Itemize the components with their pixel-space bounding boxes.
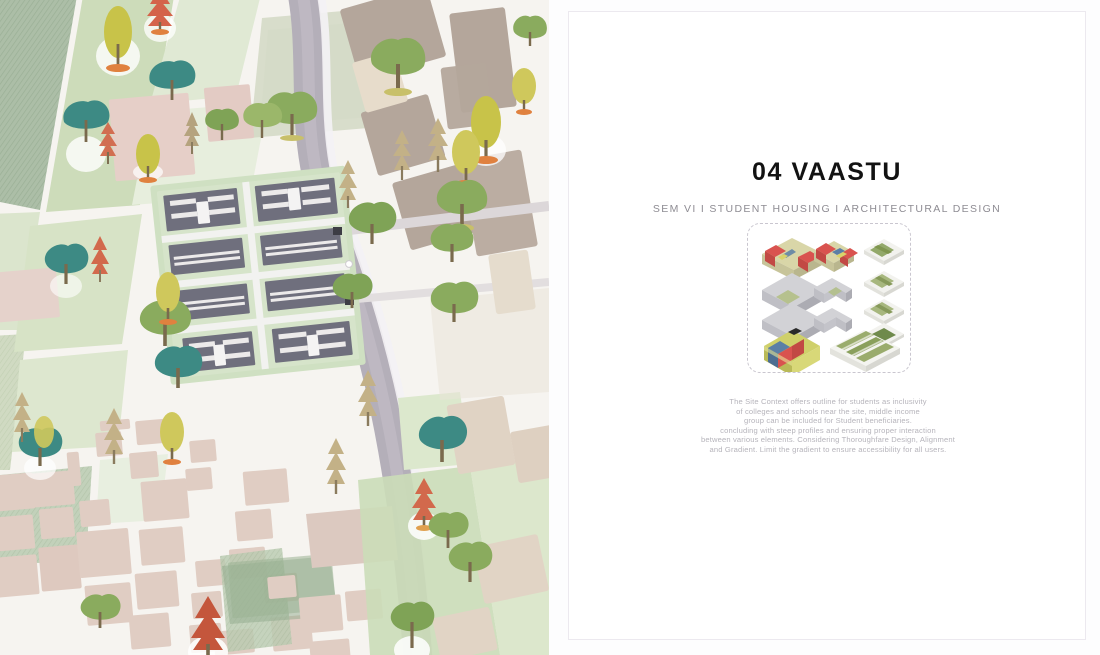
description-paragraph: The Site Context offers outline for stud… <box>629 397 1027 455</box>
iso-landscape-strip-1 <box>864 239 904 265</box>
map-green-south <box>358 466 500 655</box>
iso-block-L-2 <box>814 308 852 333</box>
map-marker <box>345 297 354 305</box>
description-line: concluding with steep profiles and ensur… <box>720 425 936 435</box>
map-trees <box>13 0 547 655</box>
map-canvas <box>0 0 549 655</box>
iso-landscape-strip-2 <box>864 271 904 297</box>
iso-block-final-massing <box>764 328 820 372</box>
site-context-map[interactable] <box>0 0 549 655</box>
iso-landscape-plane-large <box>830 330 900 372</box>
description-line: and Gradient. Limit the gradient to ensu… <box>709 444 947 454</box>
map-marker <box>333 227 342 235</box>
description-line: group can be included for Student benefi… <box>743 416 913 426</box>
map-buildings-southeast <box>432 249 549 655</box>
presentation-card[interactable]: 04 VAASTU SEM VI I STUDENT HOUSING I ARC… <box>568 11 1086 640</box>
iso-landscape-strip-3 <box>864 299 904 325</box>
page-title: 04 VAASTU <box>751 158 903 186</box>
isometric-massing-matrix <box>762 238 904 372</box>
description-line: between various elements. Considering Th… <box>700 435 956 445</box>
isometric-diagram-box[interactable] <box>747 223 911 373</box>
iso-block-L-1 <box>814 278 852 303</box>
student-housing-site-plan <box>150 165 366 385</box>
iso-block-colour-cluster <box>814 241 858 272</box>
description-line: The Site Context offers outline for stud… <box>729 397 927 406</box>
description-line: of colleges and schools near the site, m… <box>736 406 920 416</box>
page-subtitle: SEM VI I STUDENT HOUSING I ARCHITECTURAL… <box>652 203 1002 215</box>
